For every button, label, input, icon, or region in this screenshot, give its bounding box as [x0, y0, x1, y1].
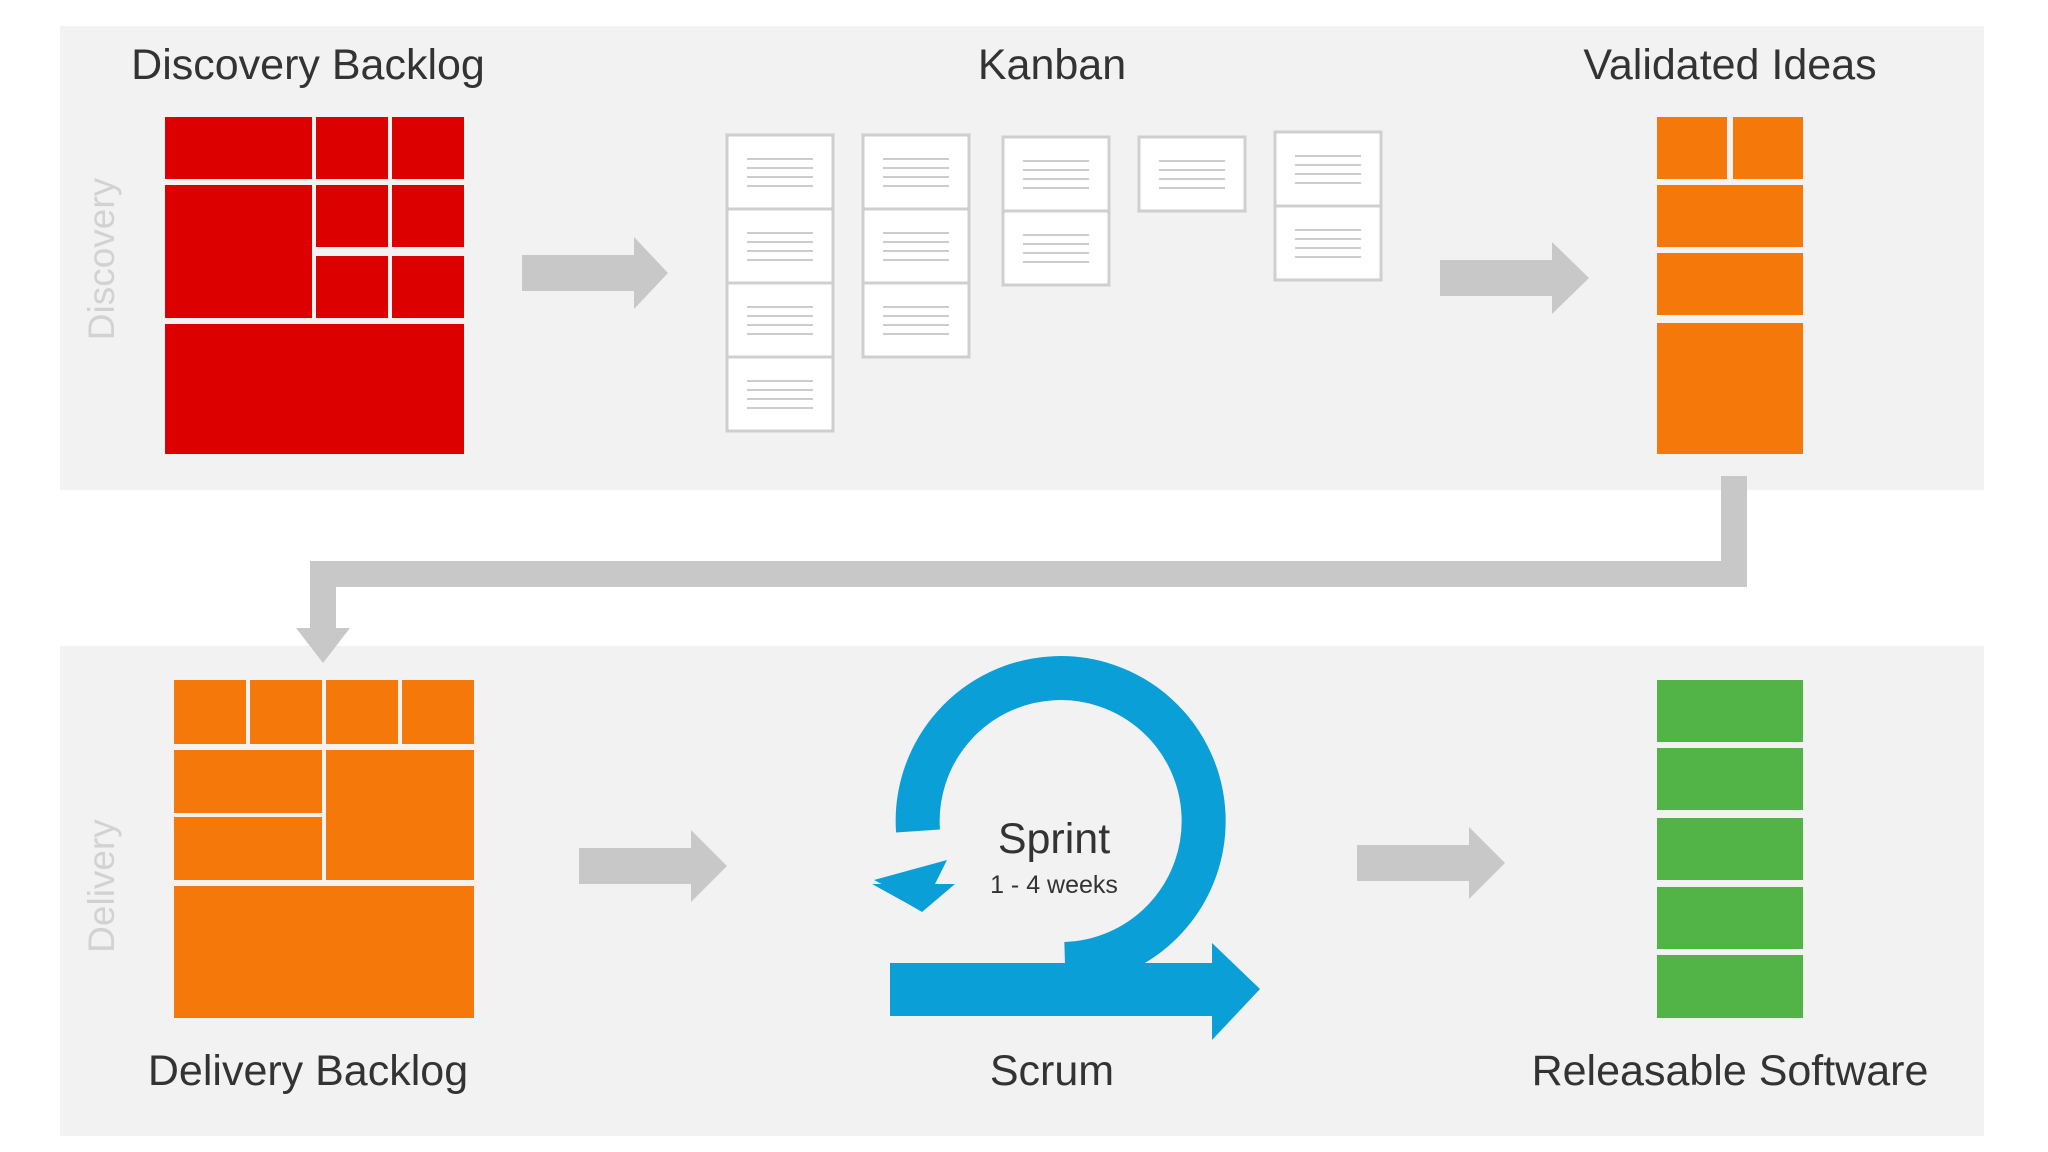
discovery-backlog-title: Discovery Backlog — [131, 41, 485, 89]
validated-ideas-stack — [1657, 117, 1803, 454]
elbow-connector-arrow — [310, 476, 1747, 628]
release-item — [1657, 818, 1803, 880]
kanban-card — [1273, 204, 1383, 282]
backlog-item — [326, 680, 398, 744]
release-item — [1657, 955, 1803, 1018]
kanban-card — [1001, 209, 1111, 287]
backlog-item — [392, 185, 464, 247]
kanban-card — [1001, 135, 1111, 213]
kanban-column — [1001, 135, 1111, 287]
validated-ideas-title: Validated Ideas — [1583, 41, 1877, 89]
kanban-column — [1273, 130, 1383, 282]
idea-item — [1657, 185, 1803, 247]
kanban-card — [725, 207, 835, 285]
idea-item — [1733, 117, 1803, 179]
backlog-item — [165, 185, 312, 318]
sprint-duration: 1 - 4 weeks — [990, 871, 1118, 899]
scrum-title: Scrum — [989, 1047, 1115, 1095]
backlog-item — [392, 256, 464, 318]
kanban-column — [1137, 135, 1247, 213]
releasable-software-title: Releasable Software — [1531, 1047, 1929, 1095]
backlog-item — [250, 680, 322, 744]
backlog-item — [165, 324, 464, 454]
backlog-item — [326, 750, 474, 880]
kanban-card — [1273, 130, 1383, 208]
kanban-card — [725, 281, 835, 359]
backlog-item — [165, 117, 312, 179]
kanban-column — [725, 133, 835, 433]
discovery-backlog-grid — [165, 117, 464, 454]
backlog-item — [174, 750, 322, 813]
right-arrow-icon — [1357, 827, 1505, 899]
release-item — [1657, 748, 1803, 810]
backlog-item — [316, 185, 388, 247]
kanban-card — [725, 355, 835, 433]
circular-arrow-icon — [872, 656, 1260, 1040]
kanban-card — [861, 281, 971, 359]
idea-item — [1657, 117, 1727, 179]
delivery-backlog-title: Delivery Backlog — [147, 1047, 469, 1095]
sprint-label: Sprint — [997, 815, 1111, 863]
right-arrow-icon — [579, 830, 727, 902]
right-arrow-icon — [1440, 242, 1589, 314]
backlog-item — [174, 680, 246, 744]
kanban-card — [861, 207, 971, 285]
backlog-item — [174, 817, 322, 880]
kanban-column — [861, 133, 971, 359]
release-item — [1657, 680, 1803, 742]
backlog-item — [316, 256, 388, 318]
kanban-title: Kanban — [977, 41, 1127, 89]
backlog-item — [402, 680, 474, 744]
kanban-card — [725, 133, 835, 211]
kanban-card — [1137, 135, 1247, 213]
backlog-item — [392, 117, 464, 179]
down-arrow-head — [296, 628, 350, 663]
right-arrow-icon — [522, 237, 668, 309]
idea-item — [1657, 253, 1803, 315]
kanban-card — [861, 133, 971, 211]
release-item — [1657, 887, 1803, 949]
kanban-board — [725, 130, 1383, 433]
releasable-software-stack — [1657, 680, 1803, 1018]
idea-item — [1657, 323, 1803, 454]
backlog-item — [174, 886, 474, 1018]
backlog-item — [316, 117, 388, 179]
delivery-backlog-grid — [174, 680, 474, 1018]
